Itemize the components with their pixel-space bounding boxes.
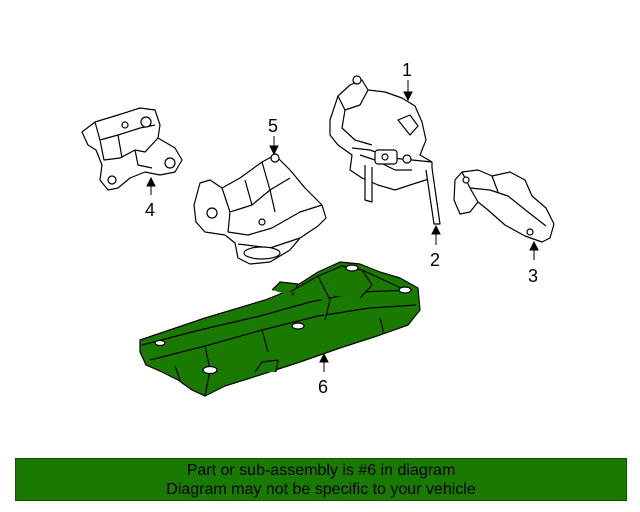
part-4-mount-bracket[interactable] [81, 107, 183, 191]
callout-4: 4 [145, 200, 155, 220]
leader-2 [431, 224, 441, 245]
leader-4 [146, 176, 156, 195]
part-3-mount-bracket[interactable] [453, 169, 555, 243]
banner-line-2: Diagram may not be specific to your vehi… [166, 481, 476, 498]
leader-6 [319, 352, 329, 372]
callout-6: 6 [318, 377, 328, 397]
part-5-engine-mount[interactable] [193, 153, 327, 265]
banner-line-1: Part or sub-assembly is #6 in diagram [186, 462, 456, 479]
callout-2: 2 [430, 250, 440, 270]
part-6-crossmember[interactable] [139, 261, 421, 397]
callout-3: 3 [528, 266, 538, 286]
callout-5: 5 [268, 116, 278, 136]
info-banner: Part or sub-assembly is #6 in diagram Di… [15, 458, 627, 501]
part-1-engine-mount[interactable] [329, 75, 441, 225]
leader-1 [403, 80, 413, 102]
leader-3 [529, 240, 539, 260]
leader-5 [269, 136, 279, 156]
callout-1: 1 [402, 60, 412, 80]
parts-diagram: 1 2 3 4 5 6 [81, 60, 555, 397]
